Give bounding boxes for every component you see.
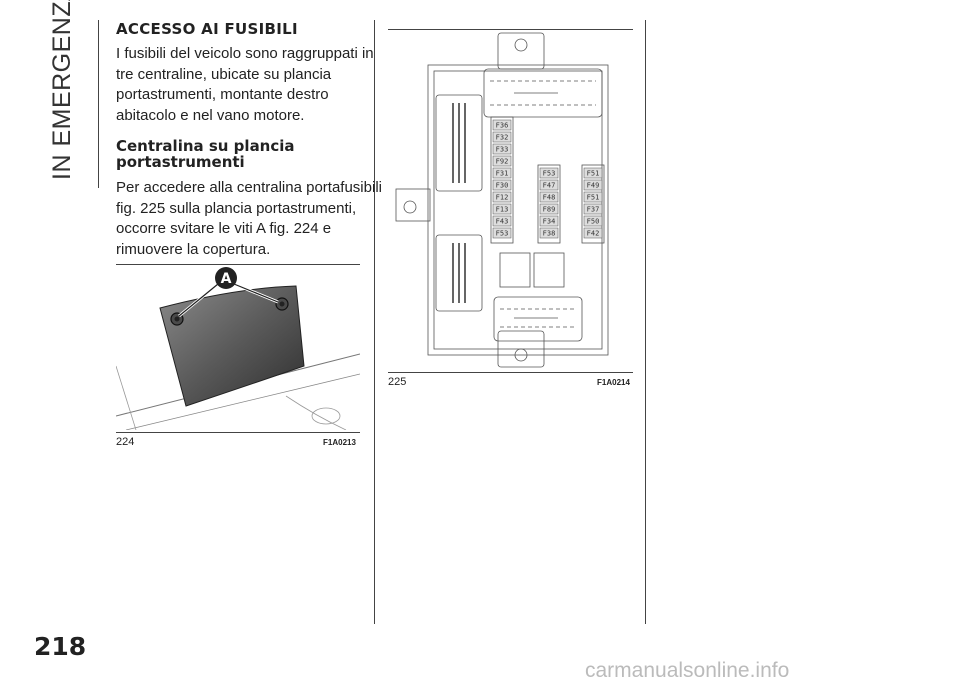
fuse-label: F42 <box>587 230 600 238</box>
watermark: carmanualsonline.info <box>585 659 790 682</box>
fuse-slot: F47 <box>539 179 559 191</box>
fuse-label: F36 <box>496 122 509 130</box>
fuse-label: F50 <box>587 218 600 226</box>
fuse-slot: F37 <box>583 203 603 215</box>
fuse-slot: F34 <box>539 215 559 227</box>
fuse-slot: F32 <box>492 131 512 143</box>
subsection-title-line: portastrumenti <box>116 153 245 171</box>
fuse-slot: F49 <box>583 179 603 191</box>
figure-224-number: 224 <box>116 436 135 448</box>
fuse-label: F89 <box>543 206 556 214</box>
fuse-label: F92 <box>496 158 509 166</box>
fuse-slot: F31 <box>492 167 512 179</box>
figure-225-number: 225 <box>388 376 407 388</box>
figure-224-top-rule <box>116 264 360 265</box>
fuse-slot: F89 <box>539 203 559 215</box>
fuse-label: F34 <box>543 218 556 226</box>
fuse-slot: F13 <box>492 203 512 215</box>
fuse-label: F51 <box>587 170 600 178</box>
fuse-column-2: F53 F47 F48 F89 F34 F38 <box>537 164 561 244</box>
fuse-label: F38 <box>543 230 556 238</box>
intro-line: tre centraline, ubicate su plancia <box>116 65 332 83</box>
figure-224-bottom-rule <box>116 432 360 433</box>
fuse-slot: F36 <box>492 119 512 131</box>
side-divider <box>98 20 99 188</box>
fuse-slot: F43 <box>492 215 512 227</box>
intro-paragraph: I fusibili del veicolo sono raggruppati … <box>116 44 374 126</box>
fuse-label: F53 <box>543 170 556 178</box>
body-line: rimuovere la copertura. <box>116 240 271 258</box>
fuse-label: F49 <box>587 182 600 190</box>
subsection-paragraph: Per accedere alla centralina portafusibi… <box>116 178 382 260</box>
figure-225-top-rule <box>388 29 633 30</box>
fuse-label: F30 <box>496 182 509 190</box>
fuse-label: F53 <box>496 230 509 238</box>
figure-225-code: F1A0214 <box>597 378 630 387</box>
fuse-label: F47 <box>543 182 556 190</box>
fuse-slot: F53 <box>539 167 559 179</box>
fuse-slot: F51 <box>583 191 603 203</box>
fuse-label: F31 <box>496 170 509 178</box>
figure-225-bottom-rule <box>388 372 633 373</box>
fuse-label: F32 <box>496 134 509 142</box>
screw-right-icon <box>275 297 289 311</box>
body-line: occorre svitare le viti A fig. 224 e <box>116 220 332 237</box>
fuse-slot: F33 <box>492 143 512 155</box>
fuse-slot: F12 <box>492 191 512 203</box>
fuse-label: F43 <box>496 218 509 226</box>
fuse-column-3: F51 F49 F51 F37 F50 F42 <box>581 164 605 244</box>
figure-225-fuse-box-diagram: F36 F32 F33 F92 F31 F30 F12 F13 F43 F53 … <box>395 32 609 368</box>
side-section-title-text: IN EMERGENZA <box>48 0 76 180</box>
fuse-slot: F42 <box>583 227 603 239</box>
intro-line: portastrumenti, montante destro <box>116 86 329 103</box>
subsection-title-line: Centralina su plancia <box>116 137 295 155</box>
fuse-slot: F48 <box>539 191 559 203</box>
right-divider <box>645 20 646 624</box>
fuse-column-1: F36 F32 F33 F92 F31 F30 F12 F13 F43 F53 <box>490 116 514 244</box>
body-line: fig. 225 sulla plancia portastrumenti, <box>116 199 357 217</box>
fuse-slot: F50 <box>583 215 603 227</box>
section-title: ACCESSO AI FUSIBILI <box>116 20 298 38</box>
body-line: Per accedere alla centralina portafusibi… <box>116 179 382 196</box>
fuse-label: F33 <box>496 146 509 154</box>
fuse-label: F37 <box>587 206 600 214</box>
fuse-slot: F30 <box>492 179 512 191</box>
intro-line: abitacolo e nel vano motore. <box>116 106 305 124</box>
figure-224-code: F1A0213 <box>323 438 356 447</box>
column-divider <box>374 20 375 624</box>
marker-a-badge: A <box>215 267 237 289</box>
marker-a-label: A <box>221 271 232 287</box>
intro-line: I fusibili del veicolo sono raggruppati … <box>116 45 374 62</box>
fuse-cover <box>159 285 305 407</box>
fuse-slot: F51 <box>583 167 603 179</box>
fuse-slot: F92 <box>492 155 512 167</box>
fuse-label: F51 <box>587 194 600 202</box>
fuse-slot: F38 <box>539 227 559 239</box>
figure-224-illustration: A <box>116 267 360 430</box>
fuse-label: F48 <box>543 194 556 202</box>
fuse-label: F12 <box>496 194 509 202</box>
subsection-title: Centralina su plancia portastrumenti <box>116 138 295 170</box>
fuse-label: F13 <box>496 206 509 214</box>
fuse-slot: F53 <box>492 227 512 239</box>
page-number: 218 <box>34 632 87 661</box>
